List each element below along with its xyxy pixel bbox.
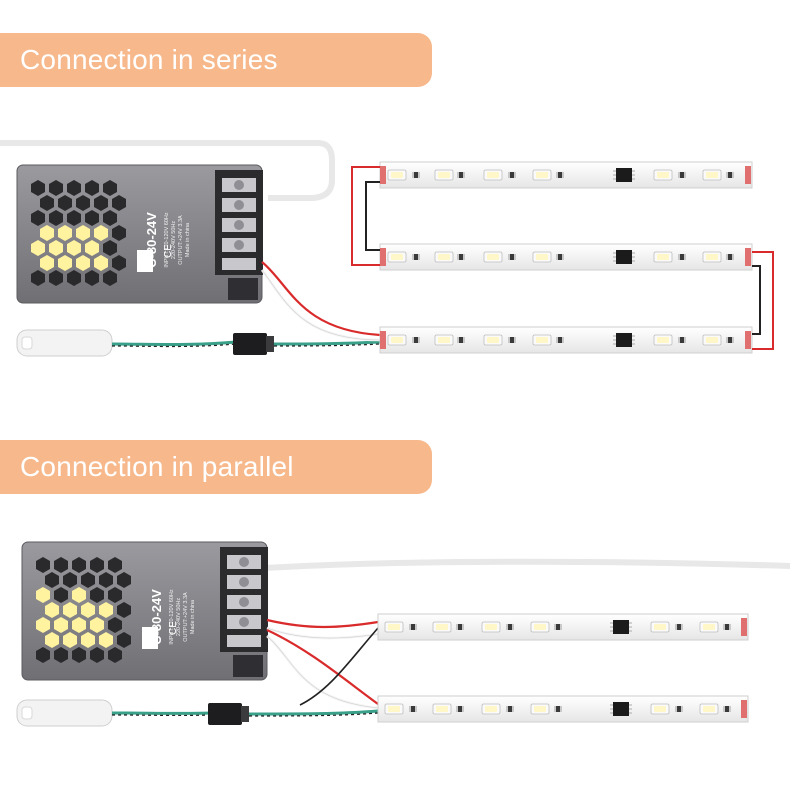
ce-mark: CE — [163, 244, 174, 258]
led-strip — [379, 326, 753, 354]
power-supply: C-80-24V INPUT:110-120V 60Hz 220-240V 50… — [21, 541, 268, 681]
brand-logo — [137, 250, 153, 272]
led-strip — [377, 613, 749, 641]
ce-mark: CE — [168, 621, 179, 635]
jst-connector-icon — [208, 703, 249, 725]
brand-logo — [142, 627, 158, 649]
led-strip — [377, 695, 749, 723]
ir-remote-icon — [16, 329, 113, 357]
jumper-wire-red — [752, 251, 774, 350]
jst-connector-icon — [233, 333, 274, 355]
led-strip — [379, 243, 753, 271]
psu-made-in-label: Made in china — [190, 599, 196, 634]
psu-input2-label: 220-240V 50Hz — [171, 221, 177, 259]
psu-input-label: INPUT:110-120V 60Hz — [164, 212, 170, 267]
mains-cable — [0, 140, 335, 201]
psu-output-label: OUTPUT:+24V 3.3A — [183, 592, 189, 642]
parallel-section-title: Connection in parallel — [0, 440, 432, 494]
psu-input-label: INPUT:110-120V 60Hz — [169, 589, 175, 644]
jumper-wire-red — [351, 166, 380, 266]
series-section-title: Connection in series — [0, 33, 432, 87]
jumper-wire-black — [752, 265, 761, 335]
psu-made-in-label: Made in china — [185, 222, 191, 257]
jumper-wire-black — [365, 181, 380, 251]
psu-input2-label: 220-240V 50Hz — [176, 598, 182, 636]
psu-output-label: OUTPUT:+24V 3.3A — [178, 215, 184, 265]
mains-cable — [264, 558, 790, 571]
power-supply: C-80-24V INPUT:110-120V 60Hz 220-240V 50… — [16, 164, 263, 304]
led-strip — [379, 161, 753, 189]
ir-remote-icon — [16, 699, 113, 727]
